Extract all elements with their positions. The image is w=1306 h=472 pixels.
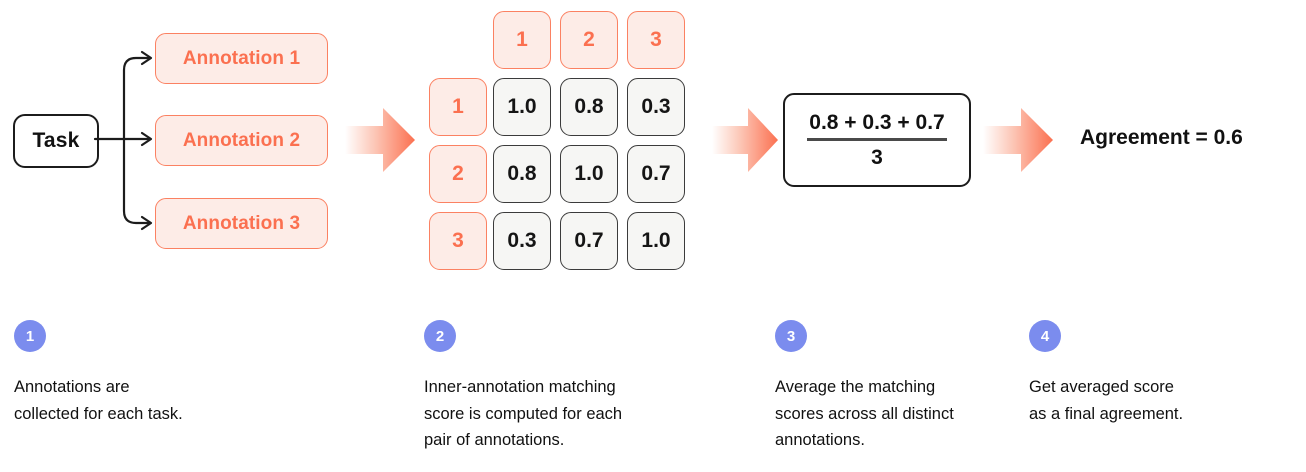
matrix-col-header-3: 3 [627,11,685,69]
annotation-label-3: Annotation 3 [182,212,301,234]
matrix-col-header-2: 2 [560,11,618,69]
matrix-cell-2-3: 0.7 [627,145,685,203]
task-node: Task [13,114,99,168]
fraction-denominator: 3 [871,145,883,169]
matrix-row-header-3: 3 [429,212,487,270]
step-badge-3: 3 [775,320,807,352]
matrix-cell-3-2: 0.7 [560,212,618,270]
annotation-box-1: Annotation 1 [155,33,328,84]
fraction-numerator: 0.8 + 0.3 + 0.7 [809,111,945,135]
fraction: 0.8 + 0.3 + 0.7 3 [807,111,947,169]
step-badge-2: 2 [424,320,456,352]
step-badge-4: 4 [1029,320,1061,352]
annotation-box-2: Annotation 2 [155,115,328,166]
matrix-cell-1-2: 0.8 [560,78,618,136]
annotation-label-2: Annotation 2 [182,129,301,151]
annotation-label-1: Annotation 1 [182,47,301,69]
step-text-3: Average the matching scores across all d… [775,378,954,450]
step-2: 2 Inner-annotation matching score is com… [424,320,724,454]
arrow-task-to-matrix-icon [345,108,415,172]
step-text-1: Annotations are collected for each task. [14,378,183,423]
matrix-cell-2-1: 0.8 [493,145,551,203]
matrix-cell-1-3: 0.3 [627,78,685,136]
step-text-4: Get averaged score as a final agreement. [1029,378,1184,423]
fraction-bar [807,138,947,141]
matrix-cell-2-2: 1.0 [560,145,618,203]
step-4: 4 Get averaged score as a final agreemen… [1029,320,1306,427]
agreement-result: Agreement = 0.6 [1080,126,1243,149]
step-3: 3 Average the matching scores across all… [775,320,1075,454]
matrix-cell-1-1: 1.0 [493,78,551,136]
matrix-row-header-1: 1 [429,78,487,136]
step-badge-1: 1 [14,320,46,352]
formula-box: 0.8 + 0.3 + 0.7 3 [783,93,971,187]
matrix-cell-3-1: 0.3 [493,212,551,270]
annotation-box-3: Annotation 3 [155,198,328,249]
arrow-matrix-to-formula-icon [712,108,778,172]
matrix-col-header-1: 1 [493,11,551,69]
step-text-2: Inner-annotation matching score is compu… [424,378,623,450]
task-label: Task [32,129,80,152]
matrix-cell-3-3: 1.0 [627,212,685,270]
step-1: 1 Annotations are collected for each tas… [14,320,314,427]
arrow-formula-to-result-icon [983,108,1053,172]
matrix-row-header-2: 2 [429,145,487,203]
